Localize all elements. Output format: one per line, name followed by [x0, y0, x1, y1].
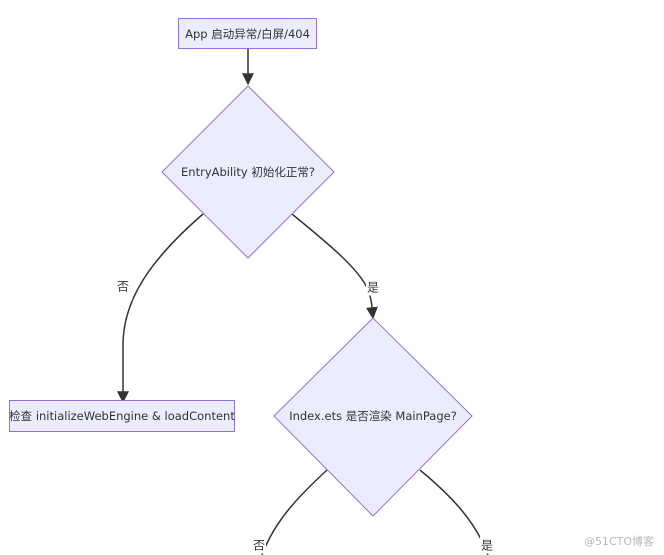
check-init-node-label: 检查 initializeWebEngine & loadContent [9, 409, 235, 423]
edge-index-yes [419, 469, 489, 555]
decision-index-label: Index.ets 是否渲染 MainPage? [289, 409, 457, 423]
edge-index-no-label: 否 [251, 536, 267, 554]
edge-entry-no-label: 否 [115, 277, 131, 295]
edge-index-no [261, 469, 328, 555]
edge-entry-yes [291, 213, 378, 320]
decision-index-diamond [273, 317, 473, 517]
edge-index-yes-label: 是 [479, 536, 495, 554]
decision-entry-label: EntryAbility 初始化正常? [181, 165, 315, 179]
watermark-text: @51CTO博客 [583, 535, 654, 548]
start-node-label: App 启动异常/白屏/404 [185, 26, 310, 41]
edge-entry-yes-label: 是 [365, 278, 381, 296]
start-node: App 启动异常/白屏/404 [178, 18, 317, 49]
check-init-node: 检查 initializeWebEngine & loadContent [9, 400, 235, 432]
decision-entry-diamond [161, 85, 335, 259]
edge-entry-no [117, 213, 204, 404]
